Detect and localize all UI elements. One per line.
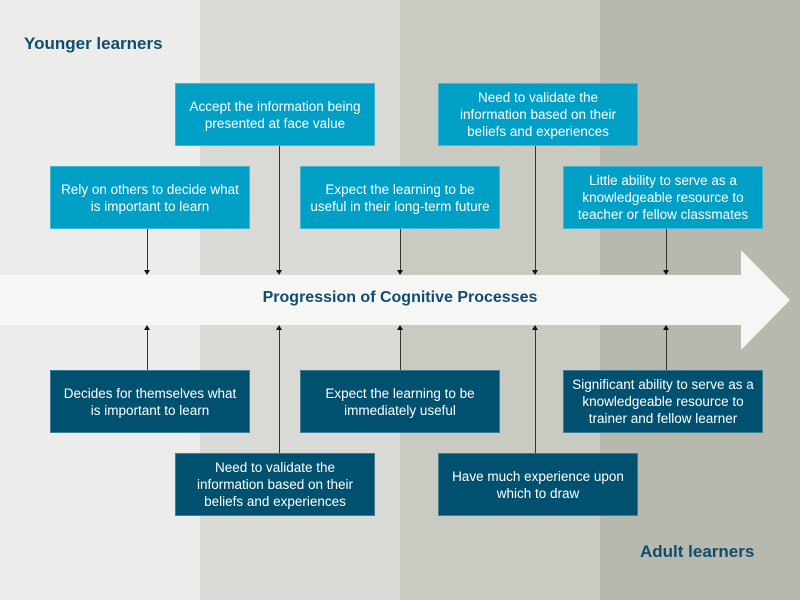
connector-line [666,330,667,370]
connector-line [279,146,280,270]
progression-arrow-shape [0,250,790,350]
arrowhead-down-icon [276,270,282,275]
adult-item-4: Have much experience upon which to draw [438,453,638,516]
adult-item-5: Significant ability to serve as a knowle… [563,370,763,433]
arrowhead-down-icon [663,270,669,275]
connector-line [147,229,148,270]
adult-item-3: Expect the learning to be immediately us… [300,370,500,433]
connector-line [279,330,280,453]
connector-line [535,146,536,270]
arrowhead-up-icon [397,325,403,330]
adult-learners-heading: Adult learners [640,542,755,561]
progression-label: Progression of Cognitive Processes [262,289,538,306]
arrowhead-up-icon [532,325,538,330]
arrowhead-down-icon [532,270,538,275]
arrowhead-down-icon [397,270,403,275]
younger-item-5: Little ability to serve as a knowledgeab… [563,166,763,229]
arrowhead-up-icon [144,325,150,330]
younger-item-4: Need to validate the information based o… [438,83,638,146]
adult-item-2: Need to validate the information based o… [175,453,375,516]
younger-item-2: Accept the information being presented a… [175,83,375,146]
younger-item-3: Expect the learning to be useful in thei… [300,166,500,229]
adult-item-1: Decides for themselves what is important… [50,370,250,433]
connector-line [147,330,148,370]
arrowhead-up-icon [663,325,669,330]
connector-line [666,229,667,270]
arrowhead-up-icon [276,325,282,330]
connector-line [400,330,401,370]
younger-item-1: Rely on others to decide what is importa… [50,166,250,229]
progression-arrow [0,250,790,350]
connector-line [400,229,401,270]
connector-line [535,330,536,453]
arrowhead-down-icon [144,270,150,275]
younger-learners-heading: Younger learners [24,34,163,53]
